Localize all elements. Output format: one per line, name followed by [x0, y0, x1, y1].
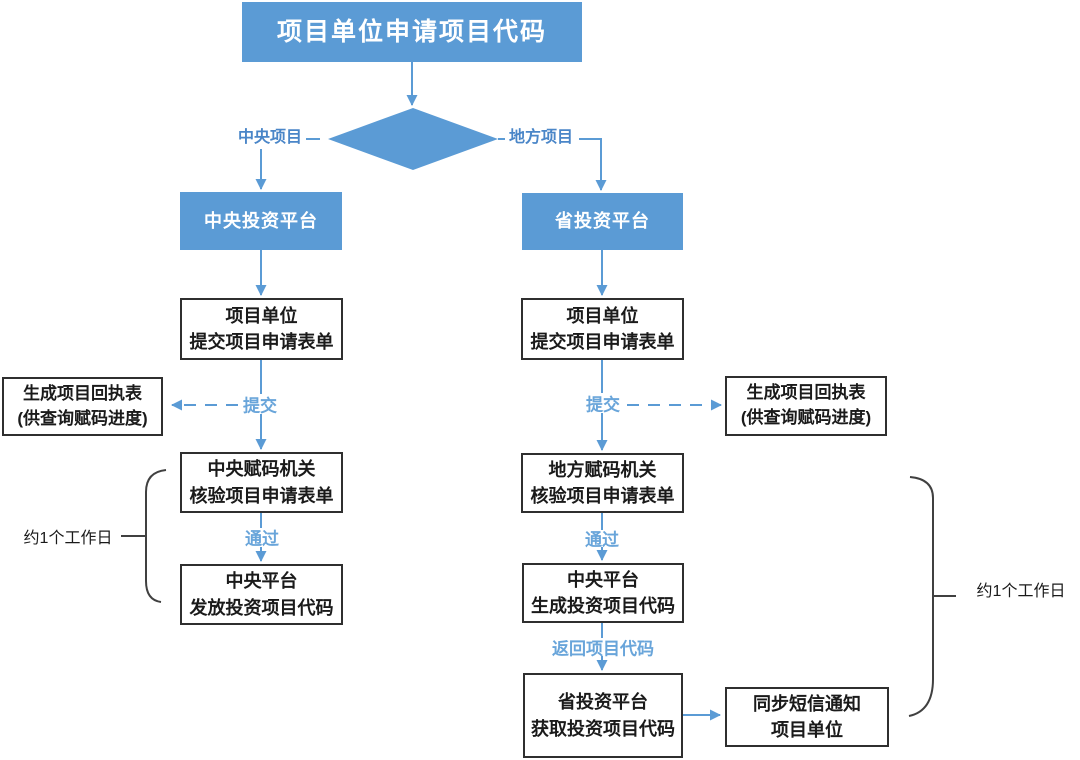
node-text-line: 生成投资项目代码 [531, 596, 675, 616]
right-receipt-node: 生成项目回执表 (供查询赋码进度) [725, 376, 887, 436]
title-node: 项目单位申请项目代码 [242, 2, 582, 62]
central-generate-code-node: 中央平台 生成投资项目代码 [522, 563, 684, 623]
central-verify-node: 中央赋码机关 核验项目申请表单 [180, 452, 343, 513]
left-submit-flow-label: 提交 [243, 396, 277, 416]
left-receipt-node: 生成项目回执表 (供查询赋码进度) [2, 377, 163, 436]
node-text-line: 同步短信通知 [753, 693, 861, 714]
node-text-line: 项目单位 [225, 305, 298, 326]
node-text-line: 项目单位 [566, 305, 639, 326]
decision-diamond [328, 108, 498, 170]
right-submit-form-node: 项目单位 提交项目申请表单 [521, 298, 684, 360]
right-pass-flow-label: 通过 [585, 530, 619, 550]
right-duration-bracket [908, 476, 934, 717]
central-platform-node: 中央投资平台 [180, 192, 342, 250]
return-code-flow-label: 返回项目代码 [552, 639, 654, 659]
node-text-line: 中央赋码机关 [207, 459, 316, 480]
branch-label-local: 地方项目 [508, 129, 574, 146]
province-platform-node: 省投资平台 [522, 193, 683, 250]
node-text-line: 生成项目回执表 [746, 383, 866, 403]
left-pass-flow-label: 通过 [245, 529, 279, 549]
left-duration-label: 约1个工作日 [23, 530, 113, 547]
node-text-line: 核验项目申请表单 [530, 486, 675, 506]
node-text-line: 中央平台 [567, 569, 639, 590]
right-duration-label: 约1个工作日 [976, 583, 1066, 600]
node-text-line: 地方赋码机关 [548, 459, 657, 480]
edge-right-label-down [579, 138, 607, 191]
left-submit-form-node: 项目单位 提交项目申请表单 [180, 298, 343, 360]
node-text-line: 项目单位 [771, 720, 843, 740]
province-obtain-code-node: 省投资平台 获取投资项目代码 [523, 673, 683, 758]
node-text-line: 提交项目申请表单 [189, 332, 334, 352]
left-duration-bracket [145, 469, 167, 603]
node-text-line: (供查询赋码进度) [740, 408, 872, 427]
node-text-line: (供查询赋码进度) [17, 408, 148, 428]
node-text-line: 提交项目申请表单 [530, 332, 675, 352]
node-text-line: 生成项目回执表 [23, 383, 142, 403]
central-issue-code-node: 中央平台 发放投资项目代码 [180, 564, 343, 625]
branch-label-central: 中央项目 [237, 129, 303, 146]
node-text-line: 核验项目申请表单 [189, 485, 334, 506]
node-text-line: 中央平台 [225, 571, 298, 592]
node-text-line: 获取投资项目代码 [531, 718, 675, 739]
sms-notify-node: 同步短信通知 项目单位 [725, 687, 889, 747]
node-text-line: 省投资平台 [558, 692, 648, 713]
local-verify-node: 地方赋码机关 核验项目申请表单 [521, 453, 684, 513]
right-submit-flow-label: 提交 [586, 395, 620, 415]
node-text-line: 发放投资项目代码 [189, 597, 334, 618]
